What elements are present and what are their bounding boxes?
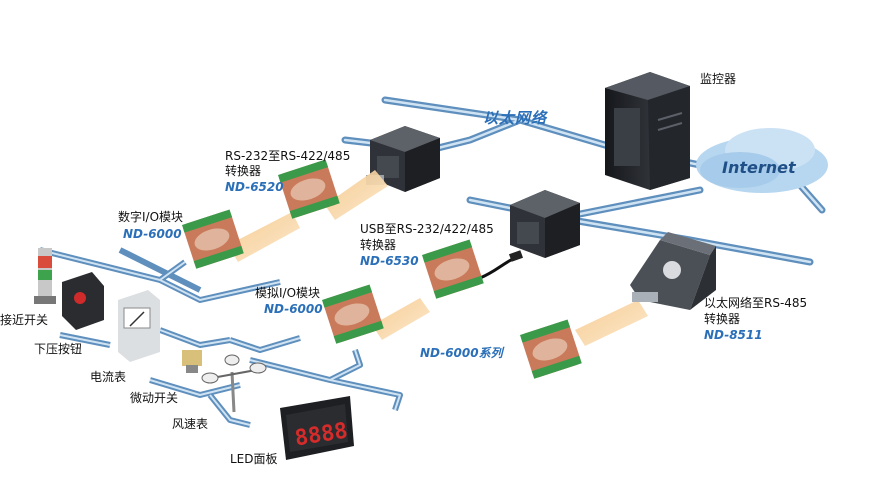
ethernet-converter-icon: [630, 232, 716, 310]
monitor-server-icon: [605, 72, 690, 190]
ethernet-converter-line2: 转换器: [704, 312, 741, 326]
digital-io-label: 数字I/O模块: [118, 210, 184, 224]
micro-switch-device-icon: [182, 350, 202, 373]
ammeter-device-icon: [118, 290, 160, 362]
io-module-analog-icon: [322, 284, 384, 344]
push-button-label: 下压按钮: [34, 342, 83, 356]
serial-connection-beams: [228, 170, 648, 346]
internet-cloud-icon: [696, 128, 828, 193]
io-module-series-icon: [520, 319, 582, 379]
converter-6520-line1: RS-232至RS-422/485: [225, 149, 351, 163]
anemometer-label: 风速表: [172, 417, 209, 431]
proximity-switch-label: 接近开关: [0, 313, 49, 327]
computer-tower-icon: [366, 126, 440, 192]
analog-io-label: 模拟I/O模块: [255, 286, 321, 300]
ethernet-converter-line1: 以太网络至RS-485: [704, 296, 808, 310]
ammeter-label: 电流表: [90, 370, 127, 384]
converter-6520-line2: 转换器: [225, 164, 262, 178]
usb-converter-line1: USB至RS-232/422/485: [360, 222, 494, 236]
monitor-label: 监控器: [700, 72, 737, 86]
led-panel-device-icon: 8888: [280, 396, 354, 460]
micro-switch-label: 微动开关: [130, 391, 179, 405]
io-module-nd6530-icon: [422, 239, 484, 299]
rs485-bus-cables: [39, 247, 403, 428]
push-button-device-icon: [62, 272, 104, 330]
series-label: ND-6000系列: [420, 346, 503, 360]
usb-converter-model: ND-6530: [360, 254, 419, 268]
internet-label: Internet: [722, 158, 796, 177]
usb-cable-icon: [479, 250, 524, 280]
anemometer-device-icon: [201, 354, 267, 413]
io-module-digital-icon: [182, 209, 244, 269]
ethernet-label: 以太网络: [483, 109, 548, 127]
io-module-nd6520-icon: [278, 159, 340, 219]
analog-io-model: ND-6000: [264, 302, 323, 316]
usb-converter-line2: 转换器: [360, 238, 397, 252]
converter-6520-model: ND-6520: [225, 180, 284, 194]
led-panel-label: LED面板: [230, 452, 278, 466]
signal-tower-icon: [34, 248, 56, 304]
digital-io-model: ND-6000: [123, 227, 182, 241]
ethernet-converter-model: ND-8511: [704, 328, 763, 342]
computer-tower-icon-2: [510, 190, 580, 258]
